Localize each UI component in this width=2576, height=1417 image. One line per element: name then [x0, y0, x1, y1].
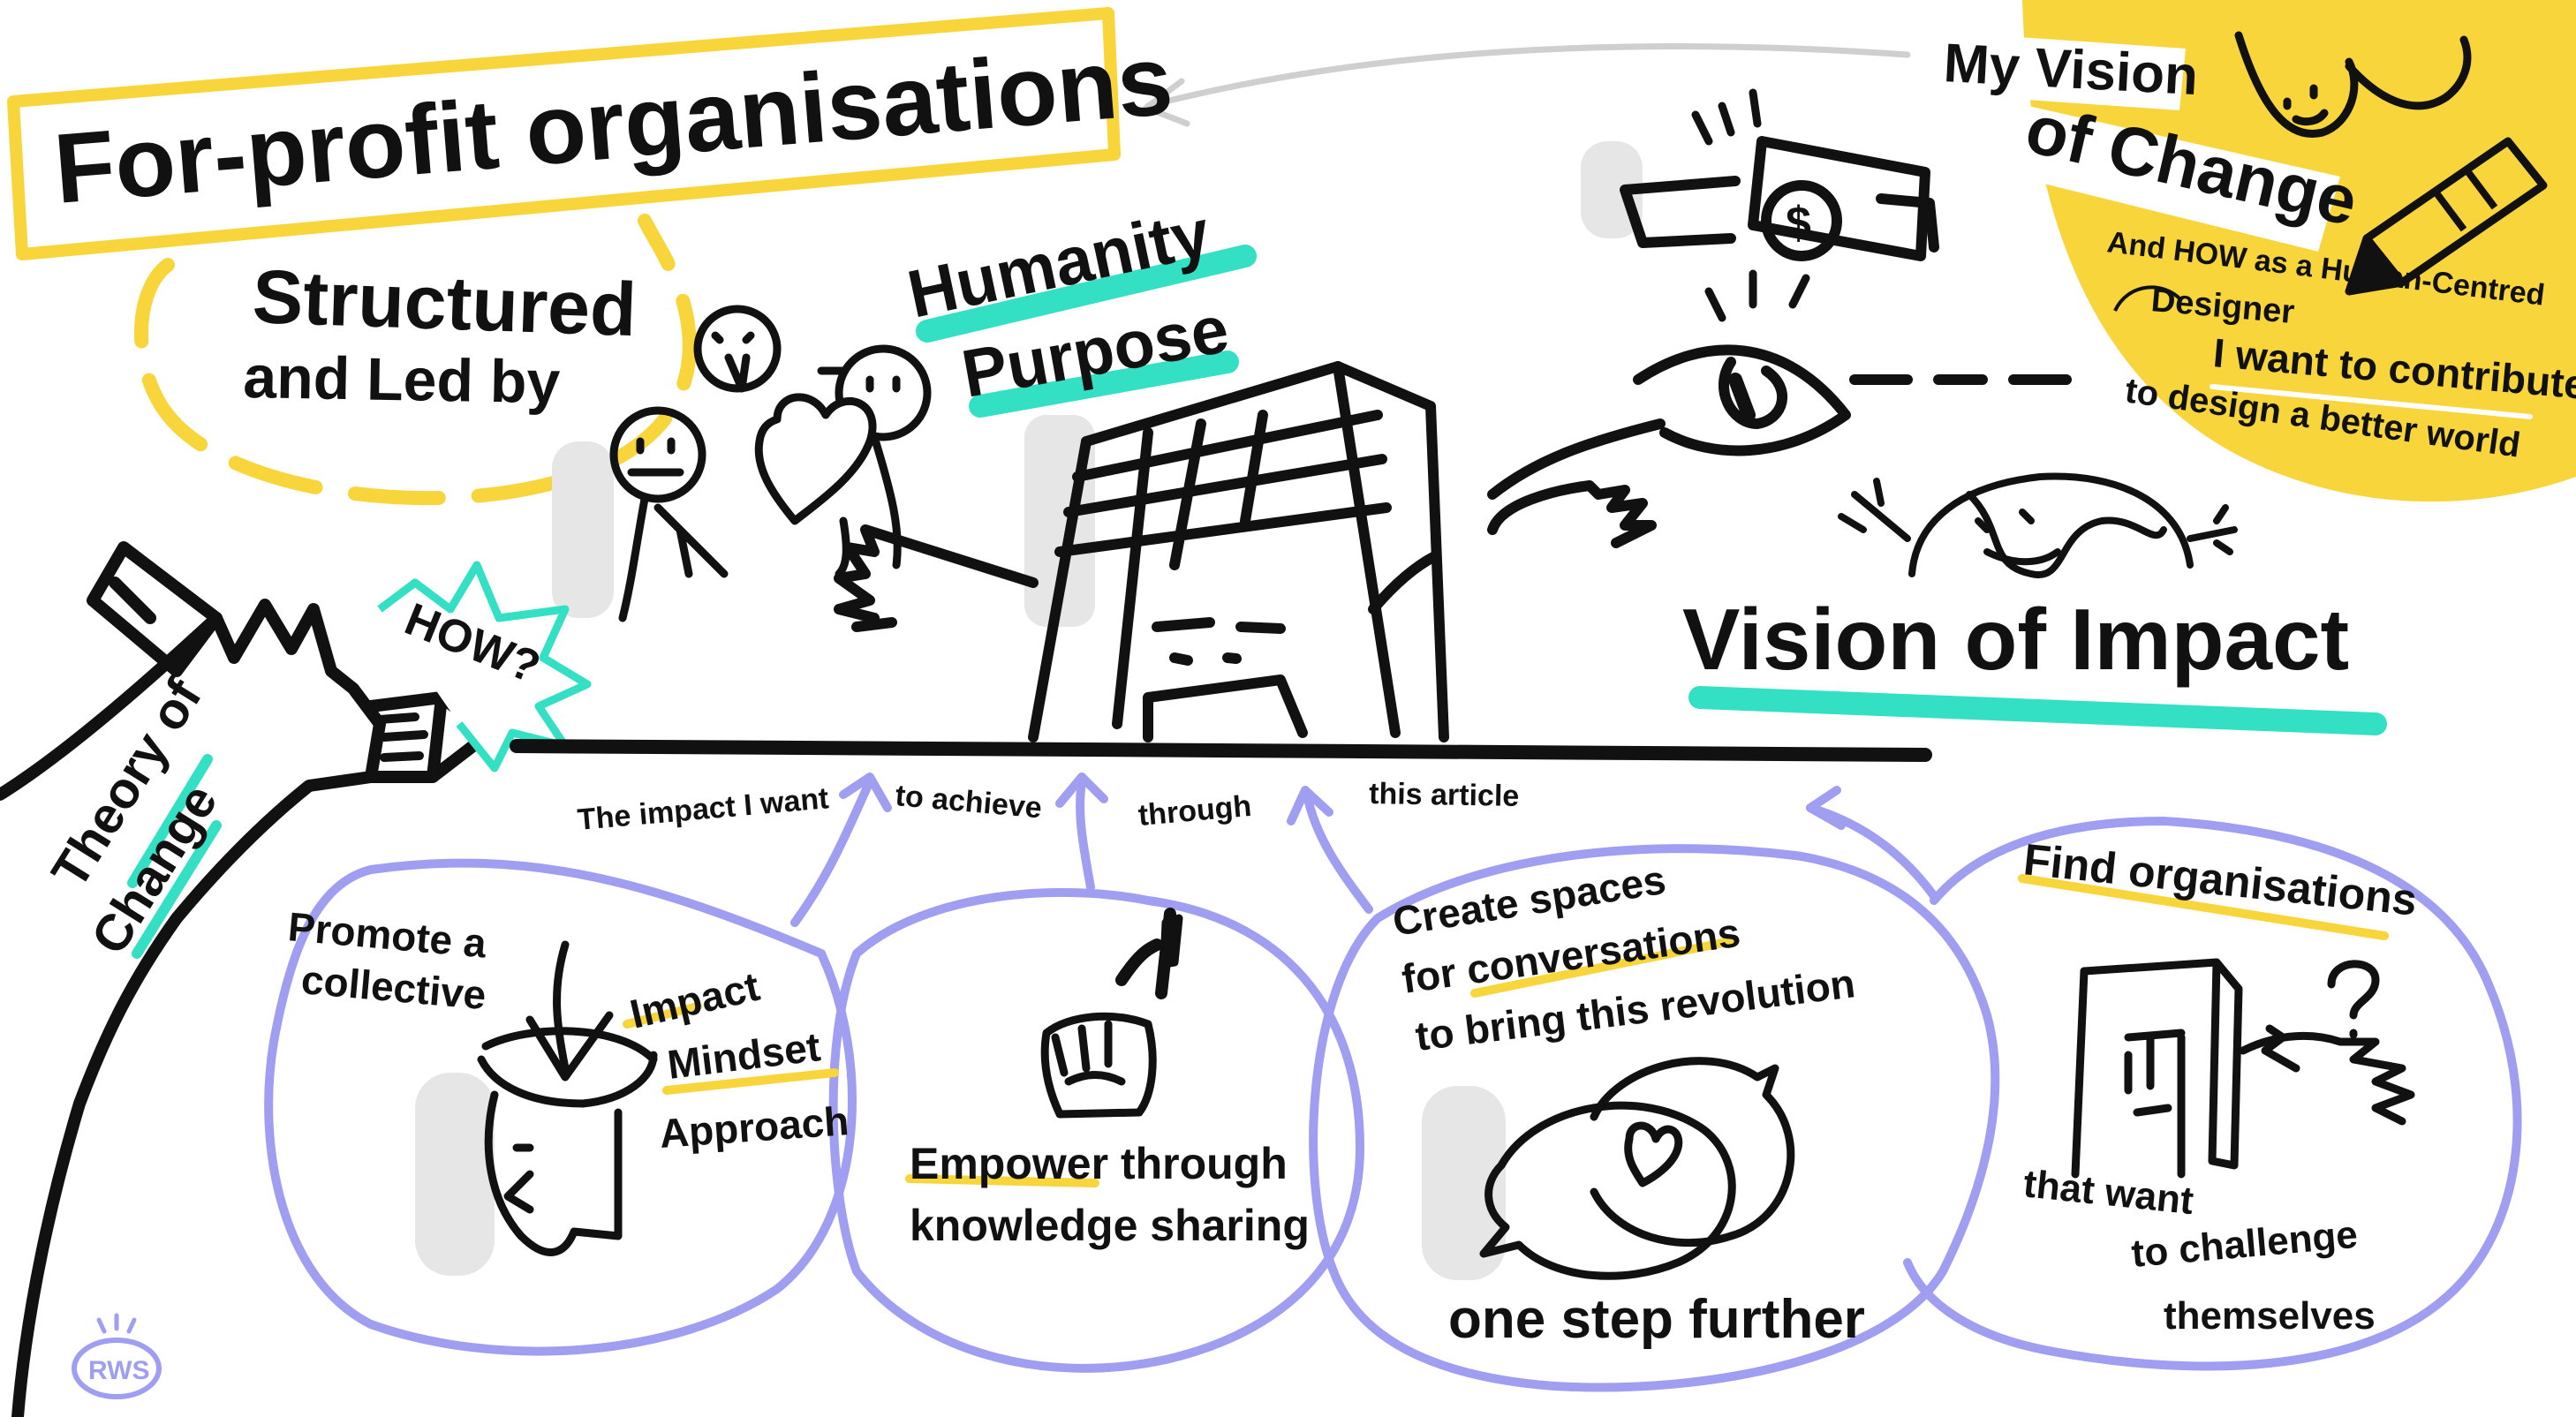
vision-of-impact: Vision of Impact [1682, 591, 2387, 735]
head-icon [477, 940, 658, 1256]
face-doodle-icon [2234, 31, 2472, 138]
bubble-3-outline [1309, 844, 2000, 1392]
bubble-2-line1: Empower through [910, 1139, 1288, 1188]
signature-text: RWS [88, 1356, 149, 1385]
bubble-outlines [264, 773, 2522, 1392]
eye-money-group: $ [1581, 88, 2072, 456]
speech-bubbles-icon [1479, 1057, 1795, 1280]
bubble-4-line3: to challenge [2130, 1213, 2360, 1276]
heart-icon [754, 393, 877, 525]
eye-icon [1633, 344, 1851, 456]
baseline-sentence: The impact I want to achieve through thi… [576, 777, 1519, 837]
bubble-4-line2: that want [2021, 1162, 2196, 1223]
structured-bubble: Structured and Led by [134, 214, 697, 505]
vision-title-line1: My Vision [1942, 33, 2199, 107]
building-icon [834, 361, 1666, 742]
structured-line2: and Led by [243, 343, 561, 416]
bubble-2-outline [828, 887, 1364, 1373]
bubble-4-line4: themselves [2164, 1294, 2376, 1338]
people-icon [552, 305, 932, 622]
structured-line1: Structured [251, 254, 638, 352]
bubble-1: Promote a collective Impact Mindset Appr… [286, 903, 850, 1276]
baseline-w3: through [1137, 789, 1252, 833]
building-icon [2071, 958, 2415, 1179]
dollar-bill-icon: $ [1620, 88, 1939, 261]
theory-of-change [0, 541, 496, 1417]
bubble-1-approach: Approach [658, 1097, 850, 1157]
bubble-1-impact: Impact [626, 963, 764, 1037]
svg-text:$: $ [1786, 198, 1811, 249]
ground-line [510, 739, 1932, 762]
globe-icon [1838, 472, 2238, 579]
bubble-2: Empower through knowledge sharing [905, 908, 1310, 1250]
vision-of-change-corner: My Vision of Change And HOW as a Human-C… [1143, 0, 2576, 502]
bubble-4-outline [1903, 817, 2522, 1371]
vision-of-impact-label: Vision of Impact [1682, 591, 2349, 688]
pencil-icon [2345, 137, 2548, 296]
values-labels: Humanity Purpose [902, 195, 1257, 418]
signature-logo: RWS [72, 1313, 162, 1399]
baseline-w4: this article [1369, 777, 1520, 813]
baseline-w1: The impact I want [576, 781, 829, 837]
bubble-2-line2: knowledge sharing [910, 1201, 1310, 1250]
heart-icon [1624, 1121, 1683, 1187]
hand-idea-icon [1040, 908, 1183, 1119]
bubble-1-outline [264, 858, 857, 1356]
theory-label: Theory of Change [41, 669, 229, 964]
bubble-3: Create spaces for conversations to bring… [1389, 856, 1865, 1350]
bubble-3-line4: one step further [1448, 1289, 1865, 1350]
title-box: For-profit organisations [7, 7, 1176, 260]
baseline-w2: to achieve [894, 779, 1043, 825]
bubble-1-line2: collective [299, 956, 487, 1018]
bubble-4: Find organisations that want to challeng… [2018, 834, 2420, 1338]
